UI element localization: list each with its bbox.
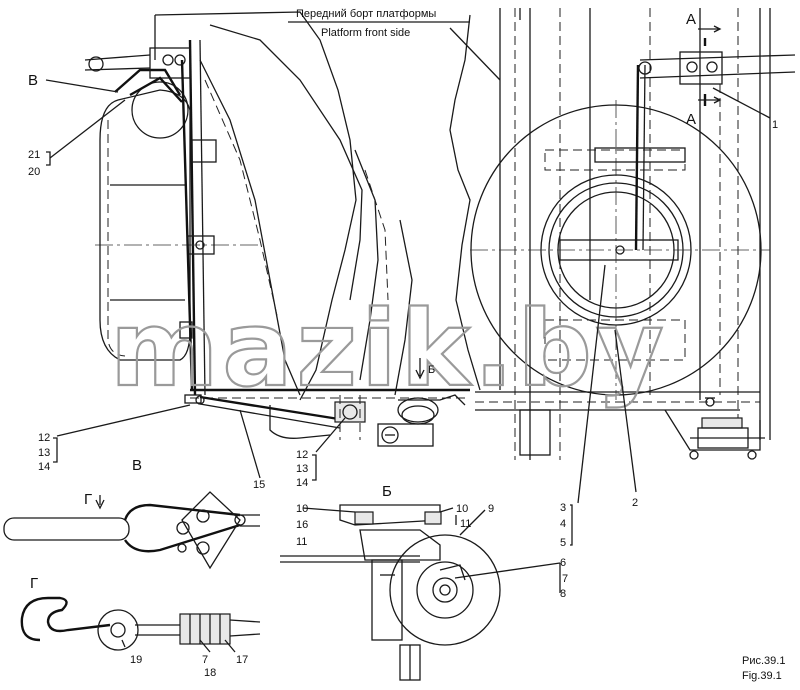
- callout-12a: 12: [38, 432, 50, 444]
- arrow-a-bottom-label: А: [686, 111, 696, 128]
- callout-20: 20: [28, 166, 40, 178]
- detail-view-g: [20, 596, 261, 651]
- view-b-title: Б: [382, 483, 392, 500]
- callout-11a: 11: [296, 536, 307, 548]
- view-v-title: В: [132, 457, 142, 474]
- platform-frame: [95, 8, 771, 460]
- spare-wheel-holder: [84, 47, 217, 391]
- callout-13a: 13: [38, 447, 50, 459]
- callout-14a: 14: [38, 461, 50, 473]
- spare-wheel: [470, 64, 770, 400]
- callout-7: 7: [562, 573, 568, 585]
- label-view-v-main: В: [28, 72, 38, 89]
- winch-mechanism: [269, 149, 466, 447]
- callout-18: 18: [204, 667, 216, 679]
- callout-16: 16: [296, 519, 308, 531]
- callout-10a: 10: [296, 503, 308, 515]
- callout-3: 3: [560, 502, 566, 514]
- figure-label-ru: Рис.39.1: [742, 655, 785, 667]
- arrow-g-label: Г: [84, 491, 92, 508]
- callout-12b: 12: [296, 449, 308, 461]
- bracket-3-5: [570, 504, 573, 546]
- arrow-b-main-icon: [415, 358, 425, 380]
- watermark: mazik.by: [110, 288, 668, 410]
- callout-11b: 11: [460, 518, 471, 530]
- callout-2: 2: [632, 497, 638, 509]
- caption-ru: Передний борт платформы: [296, 8, 436, 20]
- detail-view-v: [3, 491, 260, 570]
- callout-5: 5: [560, 537, 566, 549]
- callout-21: 21: [28, 149, 40, 161]
- callout-1: 1: [772, 119, 778, 131]
- callout-17: 17: [236, 654, 248, 666]
- top-bracket-right: [638, 25, 796, 395]
- detail-view-b: [280, 504, 501, 681]
- leader-lines: [45, 79, 771, 653]
- callout-14b: 14: [296, 477, 308, 489]
- callout-7b: 7: [202, 654, 208, 666]
- callout-19: 19: [130, 654, 142, 666]
- arrow-a-top-label: А: [686, 11, 696, 28]
- callout-8: 8: [560, 588, 566, 600]
- bottom-right-assembly: [664, 397, 765, 460]
- callout-9: 9: [488, 503, 494, 515]
- caption-en: Platform front side: [321, 27, 410, 39]
- figure-label-en: Fig.39.1: [742, 670, 782, 682]
- callout-15: 15: [253, 479, 265, 491]
- callout-13b: 13: [296, 463, 308, 475]
- callout-10b: 10: [456, 503, 468, 515]
- arrow-b-main-label: Б: [428, 364, 435, 376]
- view-g-title: Г: [30, 575, 38, 592]
- caption-leader: [449, 27, 501, 81]
- callout-6: 6: [560, 557, 566, 569]
- callout-4: 4: [560, 518, 566, 530]
